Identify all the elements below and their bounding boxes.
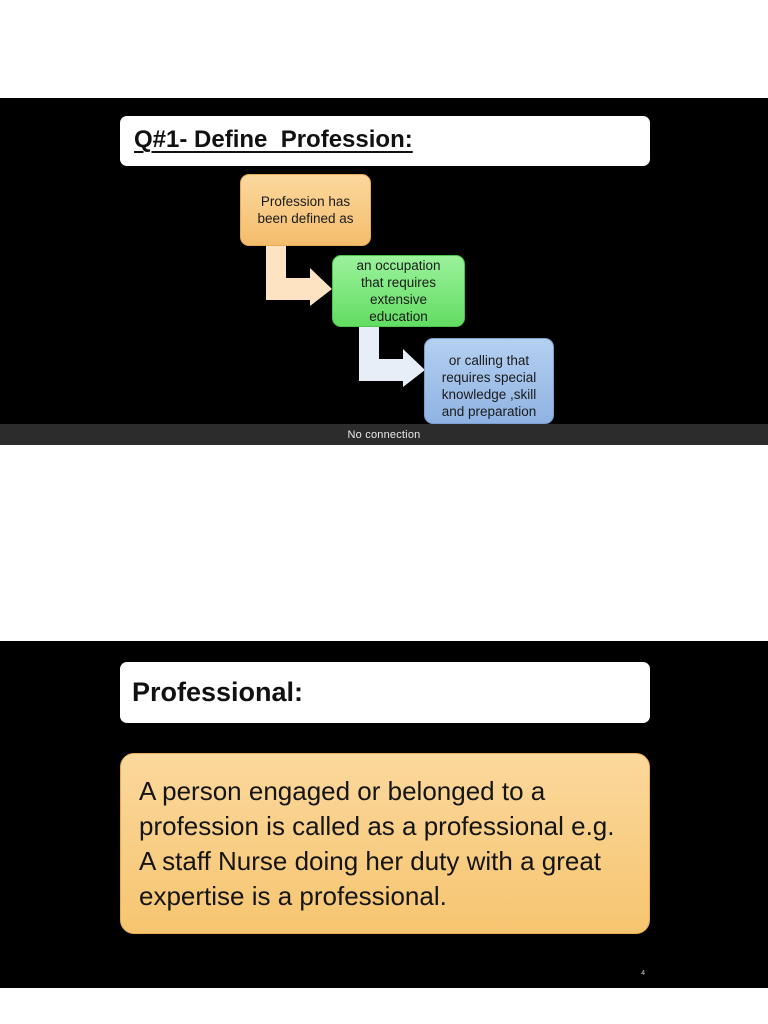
bent-arrow-icon <box>359 327 425 387</box>
slide-title: Q#1- Define Profession: <box>134 126 413 153</box>
connection-status-text: No connection <box>347 428 421 441</box>
flow-step-2: an occupation that requires extensive ed… <box>332 255 465 327</box>
slide-define-profession: Q#1- Define Profession: Profession has b… <box>0 98 768 424</box>
flow-step-1-label: Profession has been defined as <box>257 194 354 226</box>
flow-step-3: or calling that requires special knowled… <box>424 338 554 424</box>
flow-step-2-label: an occupation that requires extensive ed… <box>356 258 441 324</box>
flow-step-3-label: or calling that requires special knowled… <box>441 353 537 419</box>
definition-text: A person engaged or belonged to a profes… <box>139 776 615 911</box>
slide-page-number: 4 <box>641 970 645 977</box>
bent-arrow-icon <box>266 246 332 306</box>
slide-title-box: Professional: <box>120 662 650 723</box>
slide-title-box: Q#1- Define Profession: <box>120 116 650 166</box>
definition-box: A person engaged or belonged to a profes… <box>120 753 650 934</box>
slide-title: Professional: <box>132 677 304 707</box>
flow-step-1: Profession has been defined as <box>240 174 371 246</box>
connection-status-bar: No connection <box>0 424 768 445</box>
slide-professional: Professional: A person engaged or belong… <box>0 641 768 988</box>
